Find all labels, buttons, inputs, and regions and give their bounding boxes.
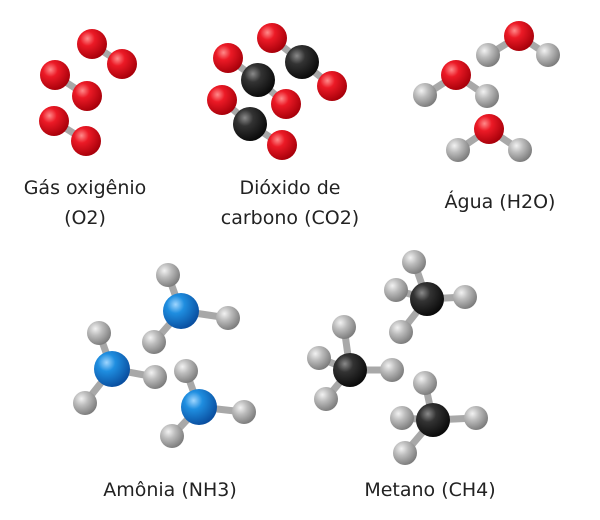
o2-molecule-1 xyxy=(77,29,137,79)
hydrogen-atom xyxy=(332,315,356,339)
oxygen-atom xyxy=(257,23,287,53)
carbon-atom xyxy=(416,403,450,437)
oxygen-atom xyxy=(267,130,297,160)
oxygen-atom xyxy=(77,29,107,59)
oxygen-atom xyxy=(40,60,70,90)
nh3-label-line1: Amônia (NH3) xyxy=(103,479,237,501)
oxygen-atom xyxy=(39,106,69,136)
co2-molecule-2 xyxy=(257,23,347,101)
hydrogen-atom xyxy=(413,371,437,395)
hydrogen-atom xyxy=(314,387,338,411)
h2o-label-line1: Água (H2O) xyxy=(444,191,556,213)
hydrogen-atom xyxy=(143,365,167,389)
ch4-molecule-1 xyxy=(384,250,477,344)
ch4-molecule-2 xyxy=(307,315,404,411)
hydrogen-atom xyxy=(536,43,560,67)
h2o-molecule-2 xyxy=(413,60,499,108)
hydrogen-atom xyxy=(232,400,256,424)
nh3-label: Amônia (NH3) xyxy=(55,475,285,505)
nh3-molecule-1 xyxy=(142,263,240,354)
nitrogen-atom xyxy=(181,389,217,425)
oxygen-atom xyxy=(72,81,102,111)
o2-molecule-2 xyxy=(40,60,102,111)
hydrogen-atom xyxy=(307,346,331,370)
oxygen-atom xyxy=(474,114,504,144)
o2-label-line2: (O2) xyxy=(64,207,106,229)
co2-molecule-3 xyxy=(207,85,297,160)
hydrogen-atom xyxy=(390,406,414,430)
ch4-label-line1: Metano (CH4) xyxy=(364,479,496,501)
h2o-molecule-3 xyxy=(446,114,532,162)
o2-molecule-3 xyxy=(39,106,101,156)
carbon-atom xyxy=(233,107,267,141)
carbon-atom xyxy=(410,282,444,316)
atoms-layer xyxy=(39,21,560,465)
hydrogen-atom xyxy=(508,138,532,162)
oxygen-atom xyxy=(107,49,137,79)
o2-label: Gás oxigênio (O2) xyxy=(0,173,170,233)
carbon-atom xyxy=(333,353,367,387)
o2-label-line1: Gás oxigênio xyxy=(23,177,147,199)
h2o-label: Água (H2O) xyxy=(415,187,585,217)
hydrogen-atom xyxy=(142,330,166,354)
nh3-molecule-3 xyxy=(160,359,256,448)
hydrogen-atom xyxy=(384,278,408,302)
oxygen-atom xyxy=(71,126,101,156)
hydrogen-atom xyxy=(393,441,417,465)
hydrogen-atom xyxy=(475,84,499,108)
hydrogen-atom xyxy=(446,138,470,162)
carbon-atom xyxy=(285,45,319,79)
hydrogen-atom xyxy=(464,406,488,430)
ch4-molecule-3 xyxy=(390,371,488,465)
oxygen-atom xyxy=(317,71,347,101)
carbon-atom xyxy=(241,63,275,97)
oxygen-atom xyxy=(271,89,301,119)
oxygen-atom xyxy=(504,21,534,51)
oxygen-atom xyxy=(441,60,471,90)
hydrogen-atom xyxy=(216,306,240,330)
hydrogen-atom xyxy=(413,83,437,107)
hydrogen-atom xyxy=(476,43,500,67)
co2-molecule-1 xyxy=(213,43,301,119)
hydrogen-atom xyxy=(174,359,198,383)
hydrogen-atom xyxy=(389,320,413,344)
hydrogen-atom xyxy=(87,321,111,345)
h2o-molecule-1 xyxy=(476,21,560,67)
hydrogen-atom xyxy=(156,263,180,287)
nh3-molecule-2 xyxy=(73,321,167,415)
oxygen-atom xyxy=(213,43,243,73)
ch4-label: Metano (CH4) xyxy=(320,475,540,505)
co2-label: Dióxido de carbono (CO2) xyxy=(190,173,390,233)
hydrogen-atom xyxy=(453,285,477,309)
bonds-layer xyxy=(50,32,552,457)
co2-label-line1: Dióxido de xyxy=(239,177,341,199)
hydrogen-atom xyxy=(380,358,404,382)
oxygen-atom xyxy=(207,85,237,115)
nitrogen-atom xyxy=(94,351,130,387)
hydrogen-atom xyxy=(160,424,184,448)
co2-label-line2: carbono (CO2) xyxy=(220,207,360,229)
nitrogen-atom xyxy=(163,293,199,329)
hydrogen-atom xyxy=(73,391,97,415)
hydrogen-atom xyxy=(402,250,426,274)
